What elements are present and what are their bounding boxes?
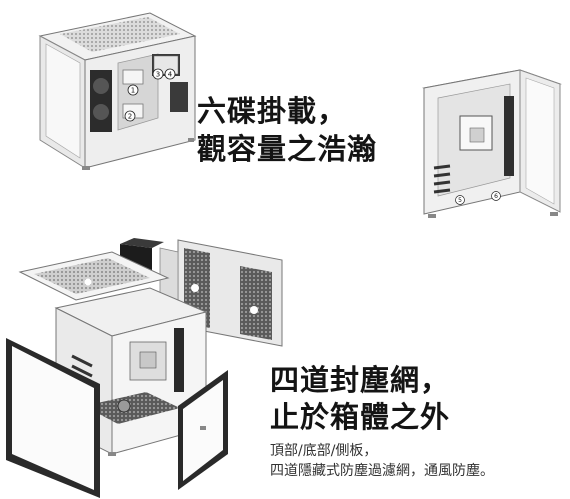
- filter-description-line1: 頂部/底部/側板，: [270, 443, 378, 459]
- feature-drive-headline-line1: 六碟掛載，: [197, 94, 348, 128]
- callout-1: 1: [131, 87, 135, 95]
- case-drive-bay-illustration: 1 2 3 4: [38, 12, 197, 170]
- callout-5: 5: [458, 197, 462, 204]
- exploded-dust-filter-illustration: [6, 238, 283, 498]
- callout-6: 6: [494, 193, 498, 200]
- callout-3: 3: [156, 71, 160, 79]
- feature-drive-headline-line2: 觀容量之浩瀚: [197, 132, 378, 166]
- feature-filter-headline-line1: 四道封塵網，: [270, 363, 451, 397]
- case-rear-interior-illustration: 5 6: [422, 69, 562, 218]
- filter-description-line2: 四道隱藏式防塵過濾網，通風防塵。: [270, 463, 494, 479]
- callout-2: 2: [128, 113, 132, 121]
- feature-filter-headline-line2: 止於箱體之外: [270, 400, 451, 434]
- callout-4: 4: [168, 71, 173, 79]
